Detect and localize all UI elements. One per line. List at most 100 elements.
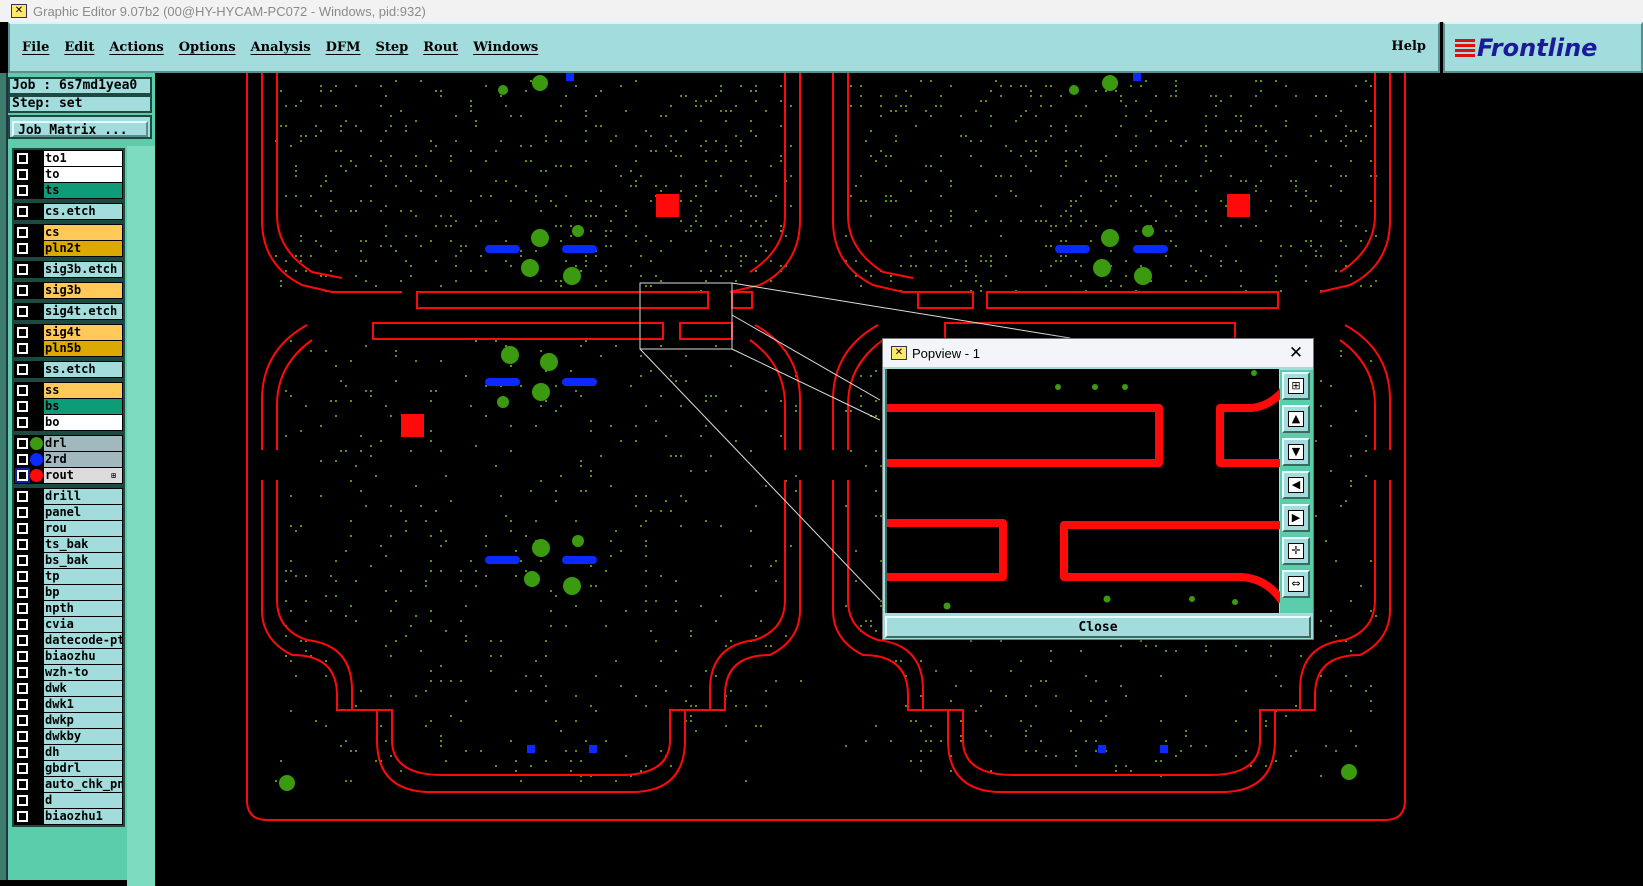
layer-checkbox[interactable] (17, 587, 28, 598)
layer-row-dwk[interactable]: dwk (15, 681, 122, 696)
layer-name[interactable]: dwk1 (44, 697, 122, 712)
layer-checkbox[interactable] (17, 507, 28, 518)
layer-name[interactable]: cs (44, 225, 122, 240)
pan-right-button[interactable]: ▶ (1282, 504, 1310, 532)
layer-row-biaozhu1[interactable]: biaozhu1 (15, 809, 122, 824)
layer-name[interactable]: dwk (44, 681, 122, 696)
layer-checkbox[interactable] (17, 651, 28, 662)
layer-row-cs.etch[interactable]: cs.etch (15, 204, 122, 219)
layer-name[interactable]: bp (44, 585, 122, 600)
layer-row-panel[interactable]: panel (15, 505, 122, 520)
layer-checkbox[interactable] (15, 468, 30, 483)
pan-down-button[interactable]: ▼ (1282, 438, 1310, 466)
layer-row-rout[interactable]: rout⊞ (15, 468, 122, 483)
layer-checkbox[interactable] (17, 153, 28, 164)
expand-icon[interactable]: ⊞ (111, 471, 116, 480)
layer-row-datecode-pte[interactable]: datecode-pte (15, 633, 122, 648)
layer-name[interactable]: rou (44, 521, 122, 536)
layer-row-sig3b[interactable]: sig3b (15, 283, 122, 298)
menu-windows[interactable]: Windows (473, 40, 539, 55)
zoom-home-button[interactable]: ⊞ (1282, 372, 1310, 400)
layer-name[interactable]: sig4t (44, 325, 122, 340)
layer-checkbox[interactable] (17, 343, 28, 354)
layer-row-tp[interactable]: tp (15, 569, 122, 584)
layer-checkbox[interactable] (17, 285, 28, 296)
layer-checkbox[interactable] (17, 667, 28, 678)
layer-name[interactable]: dh (44, 745, 122, 760)
layer-row-wzh-to[interactable]: wzh-to (15, 665, 122, 680)
menu-step[interactable]: Step (375, 40, 409, 55)
layer-row-npth[interactable]: npth (15, 601, 122, 616)
layer-name[interactable]: dwkp (44, 713, 122, 728)
layer-name[interactable]: datecode-pte (44, 633, 122, 648)
layer-row-to[interactable]: to (15, 167, 122, 182)
layer-row-cs[interactable]: cs (15, 225, 122, 240)
layer-row-sig3b.etch[interactable]: sig3b.etch (15, 262, 122, 277)
zoom-out-button[interactable]: ⇔ (1282, 570, 1310, 598)
layer-name[interactable]: tp (44, 569, 122, 584)
job-matrix-button[interactable]: Job Matrix ... (12, 121, 148, 138)
layer-checkbox[interactable] (17, 619, 28, 630)
layer-name[interactable]: bs (44, 399, 122, 414)
menu-rout[interactable]: Rout (423, 40, 459, 55)
layer-row-drl[interactable]: drl (15, 436, 122, 451)
layer-name[interactable]: to (44, 167, 122, 182)
layer-row-ts_bak[interactable]: ts_bak (15, 537, 122, 552)
menu-analysis[interactable]: Analysis (250, 40, 311, 55)
zoom-in-button[interactable]: ✛ (1282, 537, 1310, 565)
layer-checkbox[interactable] (17, 603, 28, 614)
layer-name[interactable]: bs_bak (44, 553, 122, 568)
layer-checkbox[interactable] (17, 715, 28, 726)
layer-row-bo[interactable]: bo (15, 415, 122, 430)
layer-name[interactable]: sig3b.etch (44, 262, 122, 277)
layer-checkbox[interactable] (17, 306, 28, 317)
layer-checkbox[interactable] (17, 327, 28, 338)
layer-name[interactable]: cvia (44, 617, 122, 632)
layer-row-cvia[interactable]: cvia (15, 617, 122, 632)
popview-title-bar[interactable]: ✕ Popview - 1 (883, 339, 1313, 367)
layer-row-bp[interactable]: bp (15, 585, 122, 600)
layer-checkbox[interactable] (17, 779, 28, 790)
layer-checkbox[interactable] (17, 763, 28, 774)
layer-name[interactable]: ss.etch (44, 362, 122, 377)
layer-row-sig4t.etch[interactable]: sig4t.etch (15, 304, 122, 319)
close-icon[interactable]: ✕ (1288, 343, 1304, 363)
popview-canvas[interactable] (882, 369, 1291, 613)
layer-checkbox[interactable] (17, 227, 28, 238)
layer-scroll-strip[interactable] (127, 146, 155, 886)
layer-checkbox[interactable] (17, 364, 28, 375)
layer-name[interactable]: ts_bak (44, 537, 122, 552)
layer-name[interactable]: auto_chk_pnl (44, 777, 122, 792)
layer-checkbox[interactable] (17, 169, 28, 180)
layer-row-auto_chk_pnl[interactable]: auto_chk_pnl (15, 777, 122, 792)
pan-left-button[interactable]: ◀ (1282, 471, 1310, 499)
menu-dfm[interactable]: DFM (325, 40, 361, 55)
layer-name[interactable]: npth (44, 601, 122, 616)
layer-checkbox[interactable] (17, 185, 28, 196)
layer-checkbox[interactable] (17, 491, 28, 502)
layer-checkbox[interactable] (17, 454, 28, 465)
layer-checkbox[interactable] (17, 401, 28, 412)
layer-checkbox[interactable] (17, 571, 28, 582)
layer-name[interactable]: pln2t (44, 241, 122, 256)
layer-row-drill[interactable]: drill (15, 489, 122, 504)
layer-row-d[interactable]: d (15, 793, 122, 808)
layer-row-to1[interactable]: to1 (15, 151, 122, 166)
menu-file[interactable]: File (22, 40, 50, 55)
layer-name[interactable]: drl (44, 436, 122, 451)
layer-checkbox[interactable] (17, 555, 28, 566)
layer-row-gbdrl[interactable]: gbdrl (15, 761, 122, 776)
layer-row-2rd[interactable]: 2rd (15, 452, 122, 467)
layer-name[interactable]: cs.etch (44, 204, 122, 219)
layer-checkbox[interactable] (17, 264, 28, 275)
menu-options[interactable]: Options (178, 40, 236, 55)
layer-checkbox[interactable] (17, 699, 28, 710)
layer-row-dwk1[interactable]: dwk1 (15, 697, 122, 712)
layer-name[interactable]: biaozhu1 (44, 809, 122, 824)
layer-name[interactable]: pln5b (44, 341, 122, 356)
layer-name[interactable]: to1 (44, 151, 122, 166)
layer-checkbox[interactable] (17, 635, 28, 646)
layer-checkbox[interactable] (17, 243, 28, 254)
layer-checkbox[interactable] (17, 385, 28, 396)
layer-row-bs_bak[interactable]: bs_bak (15, 553, 122, 568)
